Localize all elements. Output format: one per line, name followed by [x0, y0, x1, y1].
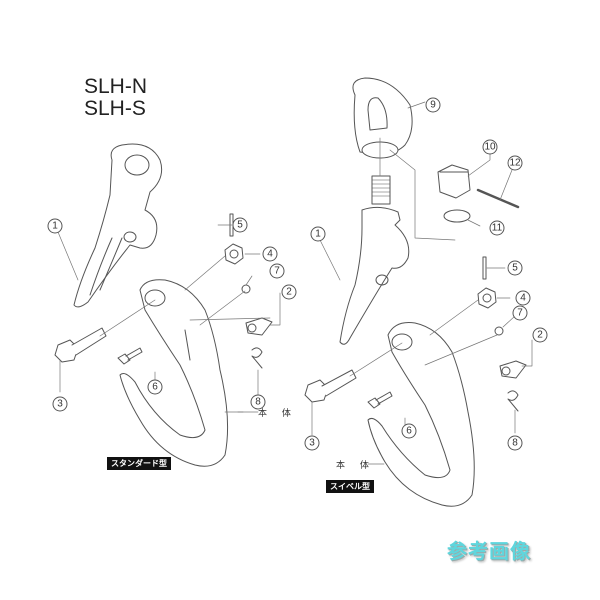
svg-text:12: 12: [509, 158, 521, 169]
latch-left: [245, 317, 273, 369]
washer-right: [443, 209, 471, 223]
model-title-slh-s: SLH-S: [84, 97, 146, 120]
latch-lever-left: [73, 143, 163, 308]
svg-text:5: 5: [237, 220, 243, 231]
svg-text:4: 4: [520, 293, 526, 304]
callouts-left: 1 2 3 4 5 6 7 8: [47, 217, 297, 412]
latch-lever-right: [339, 206, 410, 345]
swivel-type-badge: スイベル型: [326, 480, 374, 493]
swivel-eye-right: [352, 77, 413, 159]
washer-small-right: [494, 326, 504, 336]
svg-text:7: 7: [274, 266, 280, 277]
svg-text:11: 11: [492, 223, 503, 234]
svg-text:3: 3: [57, 399, 63, 410]
bolt-right: [304, 369, 357, 403]
guide-lines-right: [311, 101, 533, 436]
nut-left: [224, 243, 244, 265]
nut-right: [477, 287, 497, 309]
small-screw-right: [367, 391, 393, 409]
svg-text:1: 1: [52, 221, 58, 232]
pin-right: [482, 256, 487, 280]
svg-text:1: 1: [315, 229, 321, 240]
svg-text:8: 8: [512, 438, 518, 449]
svg-text:7: 7: [517, 308, 523, 319]
cotter-pin-right: [476, 188, 520, 209]
svg-text:3: 3: [309, 438, 315, 449]
latch-right: [499, 360, 527, 412]
svg-text:2: 2: [286, 287, 292, 298]
hook-body-right: [367, 322, 475, 507]
svg-text:9: 9: [430, 100, 436, 111]
standard-type-badge: スタンダード型: [107, 457, 171, 470]
svg-text:5: 5: [512, 263, 518, 274]
small-screw-left: [117, 347, 143, 365]
svg-text:2: 2: [537, 330, 543, 341]
svg-text:10: 10: [484, 142, 496, 153]
callouts-right: 1 2 3 4 5 6 7 8 9 10 11 12: [304, 97, 548, 451]
washer-left: [241, 284, 251, 294]
castle-nut-right: [437, 164, 471, 199]
reference-image-watermark: 参考画像: [447, 539, 531, 563]
svg-text:8: 8: [255, 397, 261, 408]
svg-text:6: 6: [152, 382, 158, 393]
model-title-slh-n: SLH-N: [84, 75, 148, 98]
body-label-right: 本 体: [336, 461, 375, 471]
svg-text:4: 4: [267, 249, 273, 260]
body-label-left: 本 体: [258, 409, 297, 419]
hook-body-left: [119, 279, 229, 467]
threaded-shaft-right: [371, 175, 391, 205]
bolt-left: [54, 327, 107, 363]
svg-text:6: 6: [406, 426, 412, 437]
guide-lines-left: [57, 224, 281, 413]
